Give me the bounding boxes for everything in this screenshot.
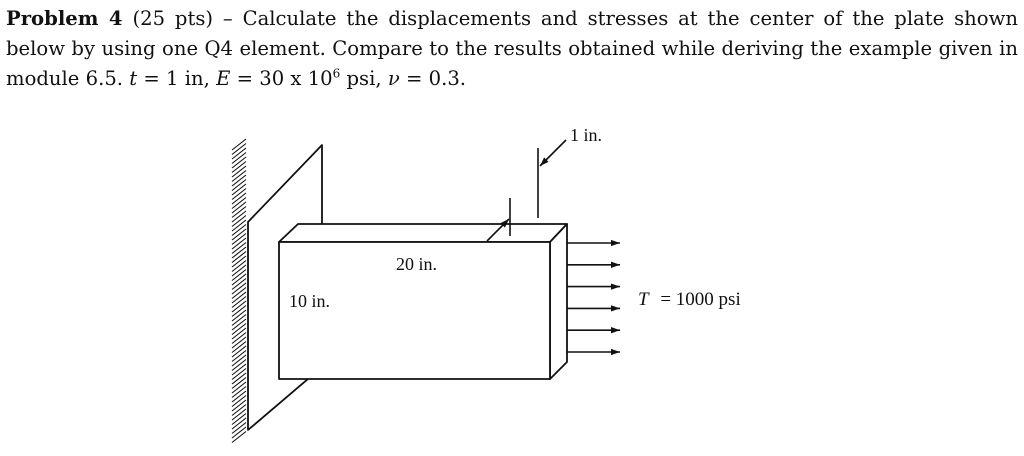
hatch-line (231, 174, 247, 187)
hatch-line (231, 269, 247, 281)
hatch-line (231, 233, 247, 245)
problem-text: – Calculate the displacements and stress… (6, 7, 1018, 90)
hatch-line (231, 219, 247, 232)
hatch-line (231, 408, 247, 421)
hatch-line (231, 242, 247, 254)
hatch-line (231, 390, 247, 403)
traction-value: = 1000 psi (660, 289, 740, 310)
hatch-line (231, 260, 247, 272)
thickness-value: = 1 in, (137, 67, 217, 90)
hatch-line (231, 332, 247, 344)
hatch-line (231, 363, 247, 376)
problem-statement: Problem 4 (25 pts) – Calculate the displ… (6, 4, 1018, 94)
hatch-line (231, 152, 247, 164)
hatch-line (231, 336, 247, 349)
hatch-line (231, 359, 247, 371)
poisson-value: = 0.3. (399, 67, 467, 90)
hatch-line (231, 422, 247, 434)
hatch-line (231, 156, 247, 169)
hatch-line (231, 179, 247, 191)
hatch-line (231, 197, 247, 209)
hatch-line (231, 296, 247, 308)
hatch-line (231, 192, 247, 205)
hatch-line (231, 251, 247, 263)
hatch-line (231, 377, 247, 389)
hatch-line (231, 228, 247, 241)
thickness-dimension (486, 139, 567, 242)
hatch-line (231, 201, 247, 214)
hatch-line (231, 183, 247, 196)
thickness-label: 1 in. (570, 125, 602, 145)
hatch-line (231, 264, 247, 277)
hatch-line (231, 354, 247, 367)
plate-front-face (278, 241, 551, 380)
hatch-line (231, 309, 247, 322)
hatch-line (231, 246, 247, 259)
hatch-line (231, 138, 247, 151)
hatch-line (231, 395, 247, 407)
hatch-line (231, 426, 247, 439)
hatch-line (231, 318, 247, 331)
problem-points: (25 pts) (132, 7, 214, 30)
modulus-value: = 30 x 10 (230, 67, 333, 90)
hatch-line (231, 368, 247, 380)
hatch-line (231, 381, 247, 394)
plate-body (278, 223, 568, 380)
hatch-line (231, 300, 247, 313)
hatch-line (231, 431, 247, 443)
hatch-line (231, 237, 247, 250)
poisson-symbol: ν (387, 67, 400, 90)
plate-top-face (278, 223, 568, 243)
wall-hatching (231, 138, 247, 443)
hatch-line (231, 314, 247, 326)
hatch-line (231, 291, 247, 304)
modulus-exponent: 6 (332, 66, 341, 81)
height-label: 10 in. (289, 291, 330, 311)
hatch-line (231, 305, 247, 317)
hatch-line (231, 404, 247, 416)
hatch-line (231, 345, 247, 358)
thickness-symbol: t (129, 67, 138, 90)
hatch-line (231, 206, 247, 218)
hatch-line (231, 147, 247, 160)
problem-label: Problem 4 (6, 7, 123, 30)
modulus-unit: psi, (340, 67, 388, 90)
hatch-line (231, 323, 247, 335)
hatch-line (231, 170, 247, 182)
hatch-line (231, 188, 247, 200)
modulus-symbol: E (216, 67, 231, 90)
traction-arrows (567, 239, 620, 356)
hatch-line (231, 165, 247, 178)
hatch-line (231, 273, 247, 286)
plate-side-face (549, 223, 568, 380)
hatch-line (231, 215, 247, 227)
hatch-line (231, 386, 247, 398)
hatch-line (231, 210, 247, 223)
hatch-line (231, 255, 247, 268)
hatch-line (231, 224, 247, 236)
hatch-line (231, 399, 247, 412)
hatch-line (231, 278, 247, 290)
hatch-line (231, 287, 247, 299)
hatch-line (231, 341, 247, 353)
hatch-line (231, 413, 247, 425)
length-label: 20 in. (396, 254, 437, 274)
traction-label: T = 1000 psi (638, 289, 741, 310)
hatch-line (231, 161, 247, 173)
hatch-line (231, 372, 247, 385)
hatch-line (231, 417, 247, 430)
traction-symbol: T (638, 289, 650, 310)
hatch-line (231, 327, 247, 340)
hatch-line (231, 143, 247, 155)
hatch-line (231, 282, 247, 295)
hatch-line (231, 350, 247, 362)
